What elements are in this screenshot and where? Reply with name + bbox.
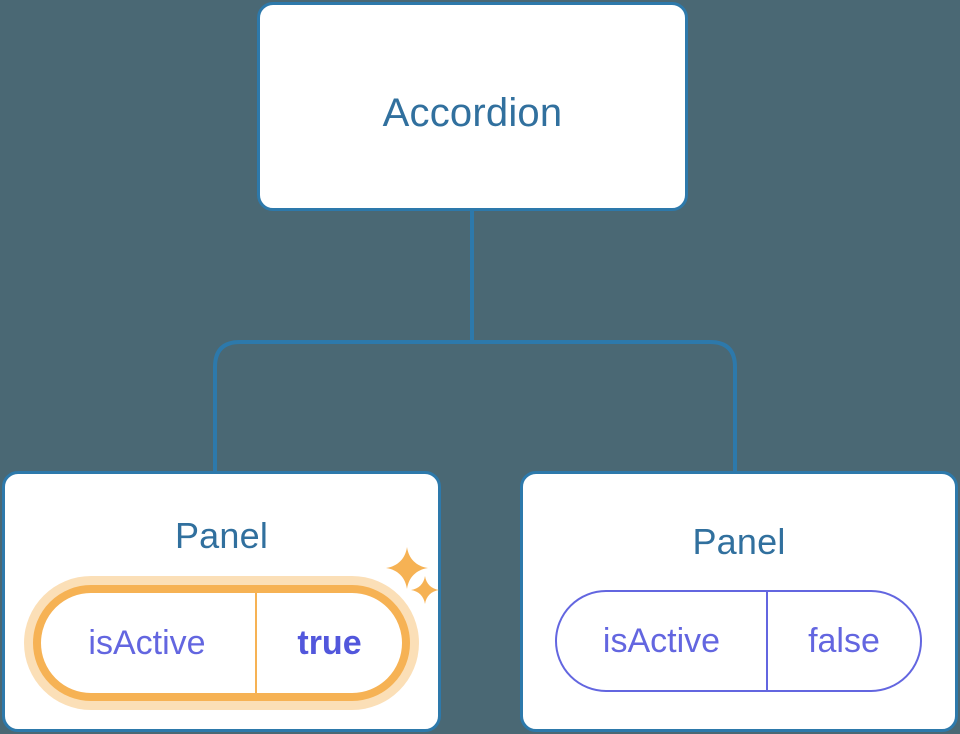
connector-branch-right	[472, 340, 737, 471]
connector-branch-left	[213, 340, 472, 471]
prop-pill-isactive-false[interactable]: isActive false	[555, 590, 922, 692]
prop-key-label: isActive	[557, 592, 768, 690]
node-accordion[interactable]: Accordion	[257, 2, 688, 211]
node-panel-left-title: Panel	[174, 515, 269, 556]
prop-key-label: isActive	[41, 593, 257, 693]
prop-value-label: true	[297, 624, 362, 662]
prop-value-label: false	[808, 622, 880, 660]
node-panel-right-title: Panel	[692, 521, 786, 562]
node-accordion-title: Accordion	[382, 91, 563, 135]
prop-pill-isactive-true[interactable]: isActive true	[33, 585, 410, 701]
